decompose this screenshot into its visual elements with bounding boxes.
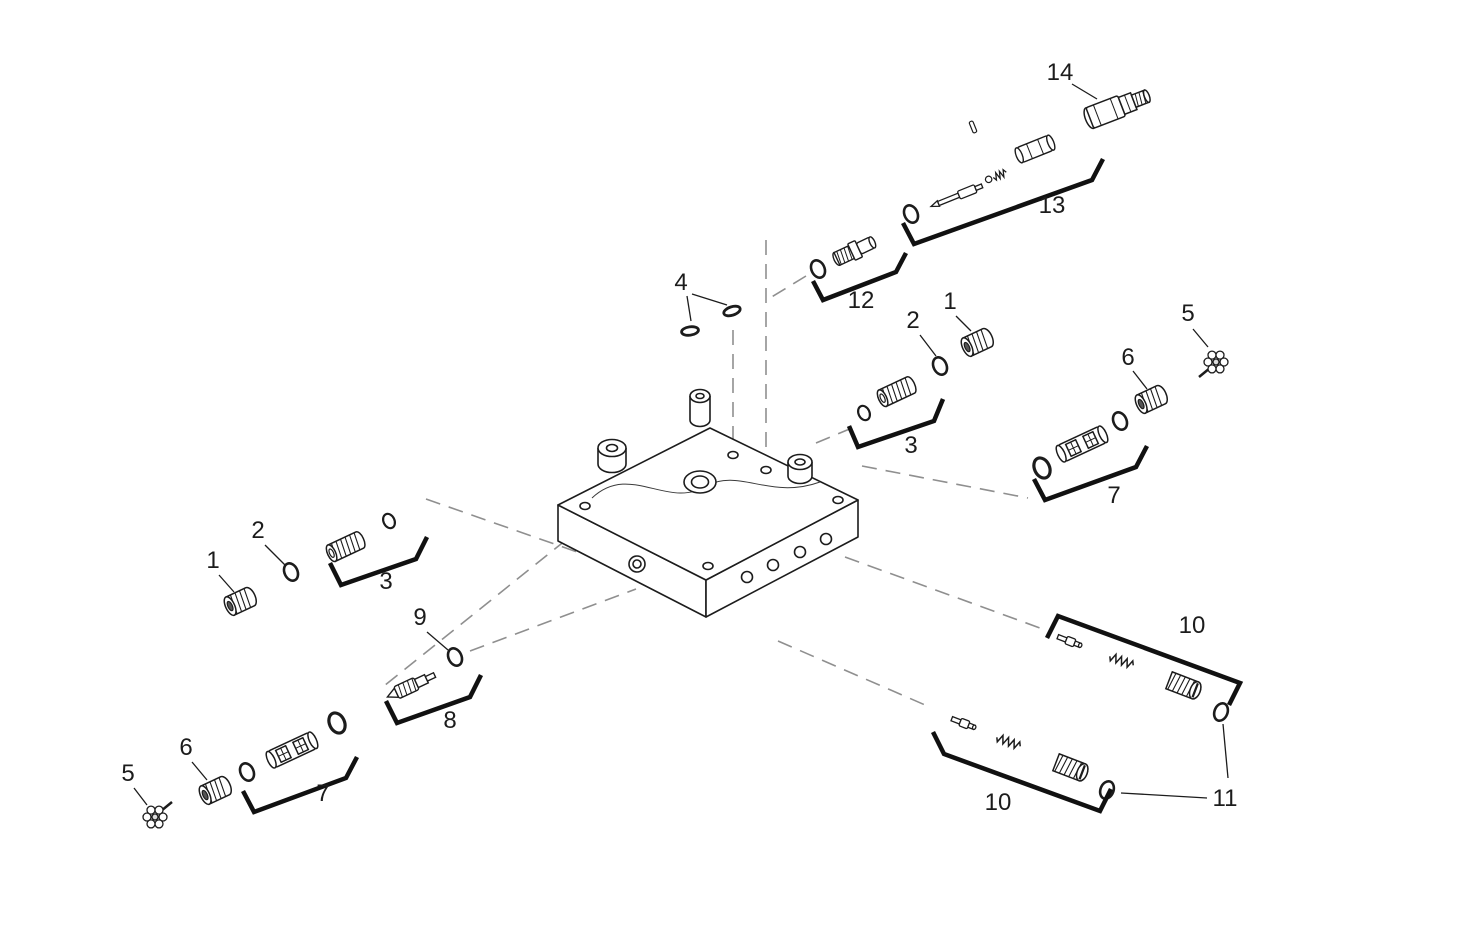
valve-body-main-bore (683, 470, 717, 494)
alignment-dashed-lines (383, 240, 1041, 709)
callout-6-right[interactable]: 6 (1121, 344, 1134, 371)
bracket-7-right (1032, 444, 1149, 503)
bracket-12 (811, 251, 908, 303)
part-10-spring-top (1107, 651, 1136, 670)
bracket-10-bottom (930, 730, 1114, 814)
part-14-fitting (1080, 84, 1154, 131)
part-10-spring-bottom (994, 732, 1023, 751)
callout-6-left[interactable]: 6 (179, 734, 192, 761)
bracket-13 (901, 157, 1105, 247)
leader-lines (133, 83, 1229, 806)
callout-2-left[interactable]: 2 (251, 517, 264, 544)
callout-1-left[interactable]: 1 (206, 547, 219, 574)
part-2-o-ring-right (929, 353, 951, 379)
part-7-o-ring-left (236, 759, 258, 785)
part-5-star-wheel-right (1197, 349, 1230, 379)
callout-9[interactable]: 9 (413, 604, 426, 631)
group-brackets (241, 157, 1244, 815)
bracket-7-left (241, 755, 359, 815)
callout-3-right[interactable]: 3 (904, 432, 917, 459)
bracket-10-top (1044, 613, 1244, 707)
part-10-screw-plug-top (1164, 670, 1205, 702)
callout-13[interactable]: 13 (1039, 192, 1066, 219)
callout-14[interactable]: 14 (1047, 59, 1074, 86)
valve-body-boss (689, 388, 711, 428)
part-7-o-ring-large-right (1029, 453, 1055, 483)
callout-1-right[interactable]: 1 (943, 288, 956, 315)
part-4-ring-b (721, 302, 743, 320)
part-11-o-ring-top (1210, 699, 1232, 725)
part-13-o-ring (900, 201, 922, 227)
part-3-o-ring-left (379, 510, 399, 532)
part-10-pin-bottom (949, 714, 978, 733)
part-8-needle-valve (383, 668, 439, 704)
part-12-fitting (829, 232, 880, 269)
callout-8[interactable]: 8 (443, 707, 456, 734)
bracket-3-left (327, 535, 430, 588)
callout-2-right[interactable]: 2 (906, 307, 919, 334)
valve-body-boss (787, 453, 813, 485)
bracket-3-right (846, 398, 946, 450)
part-7-o-ring-large-left (324, 708, 350, 738)
callout-10-top[interactable]: 10 (1179, 612, 1206, 639)
part-10-screw-plug-bottom (1051, 752, 1092, 784)
part-4-ring-a (679, 324, 701, 338)
callout-11[interactable]: 11 (1213, 785, 1238, 812)
bracket-8 (383, 673, 484, 726)
callout-5-left[interactable]: 5 (121, 760, 134, 787)
part-13-sleeve (1012, 133, 1058, 165)
part-3-spring-plug-right (874, 374, 919, 409)
valve-body (557, 388, 859, 618)
part-13-ball-spring (983, 168, 1009, 185)
callout-7-left[interactable]: 7 (316, 780, 329, 807)
part-7-o-ring-right (1109, 408, 1131, 434)
callout-5-right[interactable]: 5 (1181, 300, 1194, 327)
part-13-piston (928, 181, 985, 212)
part-12-o-ring (807, 256, 829, 282)
part-7-spool-left (263, 729, 321, 771)
part-1-socket-plug-right (958, 325, 997, 359)
part-10-pin-top (1055, 632, 1084, 651)
callout-labels: 1 2 3 4 5 6 7 8 9 1 2 3 5 6 7 10 10 11 1… (121, 59, 1237, 816)
part-7-spool-right (1053, 423, 1111, 465)
part-3-o-ring-right (854, 402, 874, 424)
callout-10-bottom[interactable]: 10 (985, 789, 1012, 816)
part-3-spring-plug-left (323, 529, 368, 564)
callout-7-right[interactable]: 7 (1107, 482, 1120, 509)
callout-12[interactable]: 12 (848, 287, 875, 314)
part-1-socket-plug-left (221, 584, 260, 618)
part-6-socket-plug-left (196, 773, 235, 807)
part-13-pin (968, 120, 978, 134)
part-5-star-wheel-left (141, 800, 174, 830)
valve-body-boss (597, 438, 627, 474)
part-6-socket-plug-right (1132, 382, 1171, 416)
callout-4[interactable]: 4 (674, 269, 687, 296)
callout-3-left[interactable]: 3 (379, 568, 392, 595)
